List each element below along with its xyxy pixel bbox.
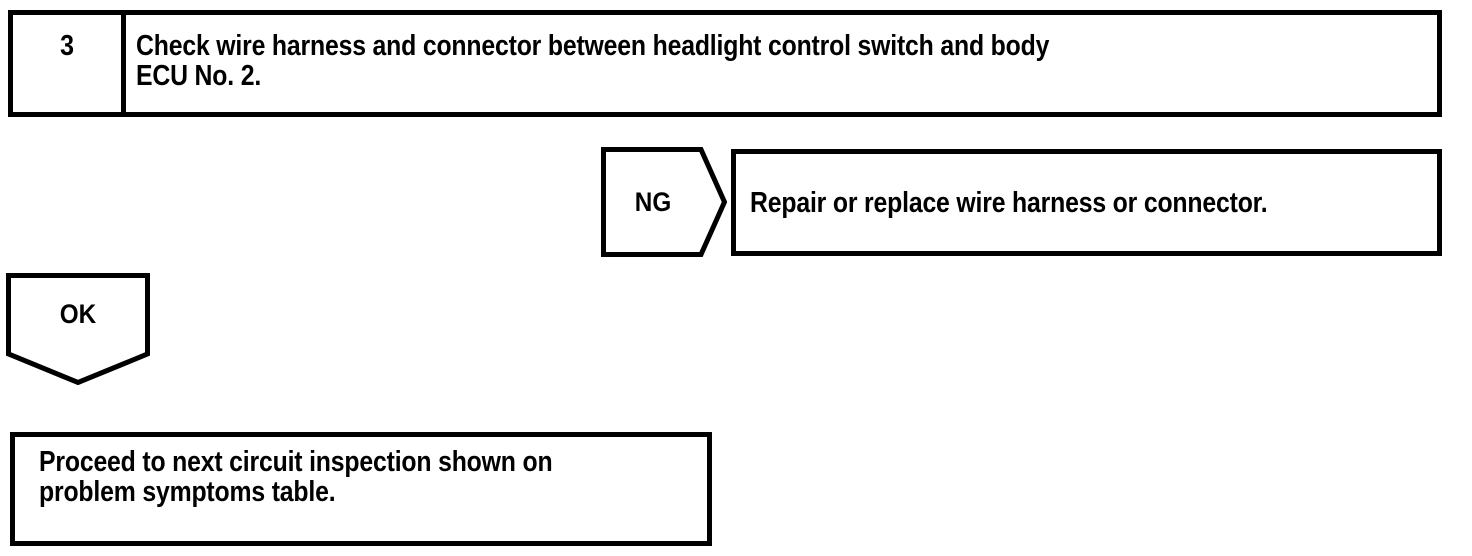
ok-result-text: Proceed to next circuit inspection shown… [39, 446, 553, 508]
step-number-cell: 3 [13, 15, 126, 112]
ng-branch-label: NG [634, 186, 672, 217]
step-number: 3 [60, 30, 74, 62]
ng-result-text: Repair or replace wire harness or connec… [750, 187, 1268, 219]
ng-result-box: Repair or replace wire harness or connec… [731, 149, 1442, 256]
ok-branch-label: OK [59, 298, 97, 329]
ok-result-box: Proceed to next circuit inspection shown… [10, 432, 712, 546]
step-row: 3 Check wire harness and connector betwe… [8, 10, 1442, 117]
ok-branch-arrow [6, 273, 150, 385]
ng-branch-arrow [601, 147, 727, 257]
step-instruction-text: Check wire harness and connector between… [136, 30, 1050, 92]
